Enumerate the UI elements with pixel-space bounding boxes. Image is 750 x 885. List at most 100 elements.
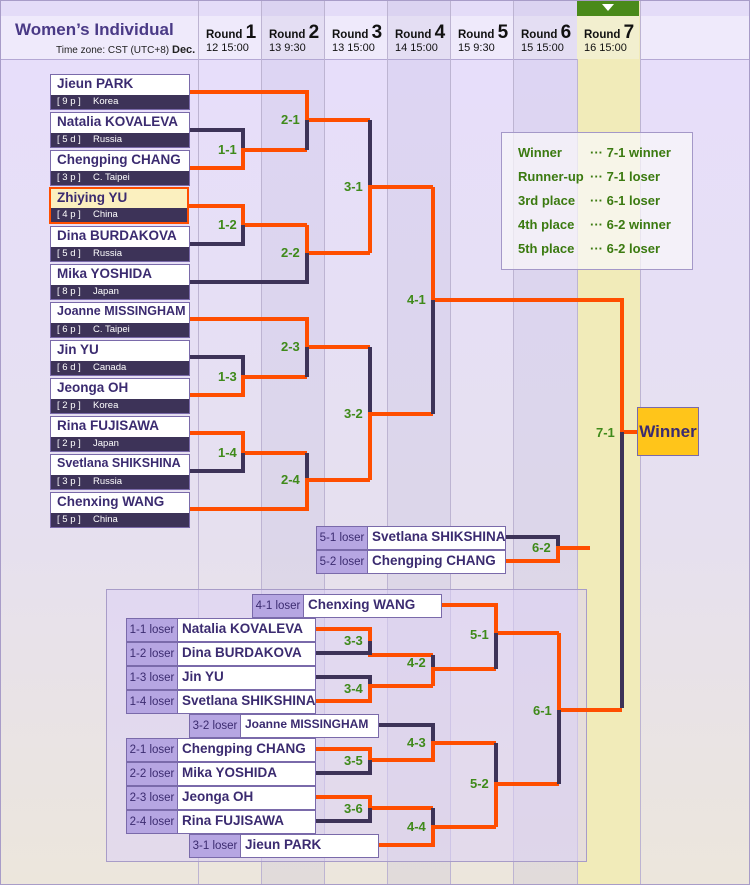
round-label: Round	[584, 29, 621, 41]
loser-name: Dina BURDAKOVA	[182, 645, 302, 660]
player-card[interactable]: Chenxing WANG [ 5 p ] China	[50, 492, 190, 528]
loser-tag: 4-1 loser	[253, 595, 304, 617]
player-name: Mika YOSHIDA	[57, 266, 153, 281]
player-rank: [ 5 p ]	[57, 514, 81, 525]
loser-name: Chengping CHANG	[372, 553, 496, 568]
player-card-selected[interactable]: Zhiying YU[ 4 p ]China	[49, 187, 189, 224]
loser-tag: 2-2 loser	[127, 763, 178, 785]
placement-legend: Winner ··· 7-1 winner Runner-up··· 7-1 lo…	[501, 132, 693, 270]
player-rank: [ 8 p ]	[57, 286, 81, 297]
player-card[interactable]: Svetlana SHIKSHINA[ 3 p ]Russia	[50, 454, 190, 490]
page-title: Women’s Individual	[15, 20, 174, 39]
round-5-column	[450, 0, 513, 885]
player-country: C. Taipei	[93, 172, 130, 183]
legend-rule: ··· 7-1 loser	[590, 169, 661, 184]
round-number: 5	[497, 22, 509, 43]
match-label-3-2: 3-2	[344, 406, 363, 421]
round-label: Round	[521, 29, 558, 41]
player-name: Dina BURDAKOVA	[57, 228, 177, 243]
player-name: Zhiying YU	[57, 190, 128, 205]
round-number: 1	[245, 22, 257, 43]
match-label-4-1: 4-1	[407, 292, 426, 307]
legend-row: 5th place··· 6-2 loser	[518, 241, 660, 256]
player-rank: [ 2 p ]	[57, 400, 81, 411]
match-label-3-5: 3-5	[344, 753, 363, 768]
loser-tag: 1-3 loser	[127, 667, 178, 689]
loser-tag: 1-1 loser	[127, 619, 178, 641]
round-date: 12 15:00	[206, 42, 249, 54]
loser-entry[interactable]: 1-1 loser Natalia KOVALEVA	[126, 618, 316, 642]
loser-tag: 1-2 loser	[127, 643, 178, 665]
player-card[interactable]: Mika YOSHIDA [ 8 p ] Japan	[50, 264, 190, 300]
match-label-3-3: 3-3	[344, 633, 363, 648]
player-rank: [ 9 p ]	[57, 96, 81, 107]
player-country: Korea	[93, 400, 119, 411]
legend-place: Winner	[518, 145, 562, 160]
player-name: Chenxing WANG	[57, 494, 165, 509]
match-label-3-1: 3-1	[344, 179, 363, 194]
round-number: 4	[434, 22, 446, 43]
player-card[interactable]: Jieun PARK[ 9 p ]Korea	[50, 74, 190, 110]
player-card[interactable]: Joanne MISSINGHAM[ 6 p ]C. Taipei	[50, 302, 190, 338]
loser-tag: 2-4 loser	[127, 811, 178, 833]
round-date: 15 15:00	[521, 42, 564, 54]
match-label-1-4: 1-4	[218, 445, 237, 460]
player-rank: [ 3 p ]	[57, 172, 81, 183]
player-country: Russia	[93, 476, 123, 487]
match-label-4-2: 4-2	[407, 655, 426, 670]
legend-rule: ··· 7-1 winner	[590, 145, 671, 160]
player-country: Russia	[93, 248, 123, 259]
player-name: Chengping CHANG	[57, 152, 181, 167]
round-label: Round	[269, 29, 306, 41]
player-card[interactable]: Jeonga OH[ 2 p ]Korea	[50, 378, 190, 414]
match-label-2-1: 2-1	[281, 112, 300, 127]
round-label: Round	[395, 29, 432, 41]
player-country: Canada	[93, 362, 127, 373]
legend-rule: ··· 6-1 loser	[590, 193, 661, 208]
player-card[interactable]: Natalia KOVALEVA[ 5 d ]Russia	[50, 112, 190, 148]
player-card[interactable]: Rina FUJISAWA[ 2 p ]Japan	[50, 416, 190, 452]
player-card[interactable]: Dina BURDAKOVA[ 5 d ]Russia	[50, 226, 190, 262]
legend-row: Runner-up··· 7-1 loser	[518, 169, 660, 184]
match-label-1-3: 1-3	[218, 369, 237, 384]
round-label: Round	[206, 29, 243, 41]
player-card[interactable]: Jin YU[ 6 d ]Canada	[50, 340, 190, 376]
player-country: Japan	[93, 286, 119, 297]
player-name: Svetlana SHIKSHINA	[57, 456, 181, 470]
player-name: Jieun PARK	[57, 76, 134, 91]
player-country: Japan	[93, 438, 119, 449]
legend-place: 3rd place	[518, 193, 576, 208]
loser-entry[interactable]: 1-2 loser Dina BURDAKOVA	[126, 642, 316, 666]
player-country: Russia	[93, 134, 123, 145]
player-rank: [ 5 d ]	[57, 134, 81, 145]
match-label-3-6: 3-6	[344, 801, 363, 816]
loser-tag: 2-3 loser	[127, 787, 178, 809]
legend-place: 4th place	[518, 217, 575, 232]
round-number: 7	[623, 22, 635, 43]
match-label-1-1: 1-1	[218, 142, 237, 157]
match-label-4-3: 4-3	[407, 735, 426, 750]
loser-name: Natalia KOVALEVA	[182, 621, 304, 636]
winner-box[interactable]: Winner	[637, 407, 699, 456]
player-card[interactable]: Chengping CHANG [ 3 p ] C. Taipei	[50, 150, 190, 186]
player-country: China	[93, 514, 118, 525]
